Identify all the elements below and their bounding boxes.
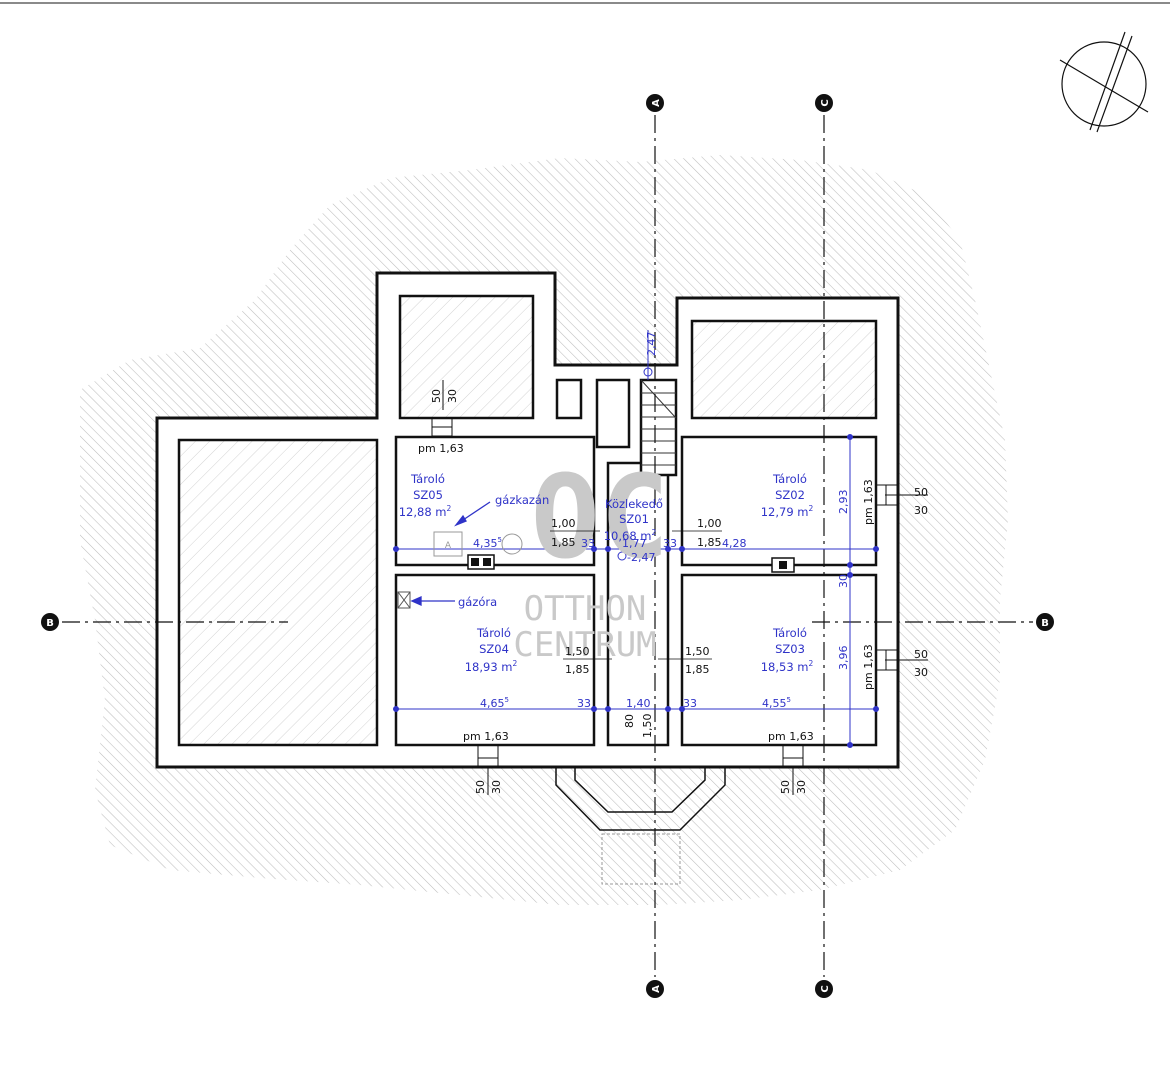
svg-text:30: 30	[914, 504, 928, 517]
svg-text:1,50: 1,50	[641, 714, 654, 739]
svg-text:2,47: 2,47	[645, 332, 658, 357]
svg-text:50: 50	[914, 648, 928, 661]
boiler-symbol: A	[433, 531, 523, 557]
room-shapes	[177, 294, 878, 747]
svg-text:33: 33	[683, 697, 697, 710]
boiler-label: gázkazán	[495, 493, 549, 507]
svg-text:C: C	[820, 985, 831, 992]
svg-text:B: B	[1041, 618, 1049, 629]
svg-text:1,85: 1,85	[551, 536, 576, 549]
svg-text:4,555: 4,555	[762, 696, 791, 710]
svg-text:1,00: 1,00	[697, 517, 722, 530]
svg-text:SZ02: SZ02	[775, 488, 805, 502]
svg-text:A: A	[651, 985, 662, 993]
svg-text:4,655: 4,655	[480, 696, 509, 710]
svg-text:pm 1,63: pm 1,63	[463, 730, 509, 743]
svg-text:1,50: 1,50	[565, 645, 590, 658]
svg-text:Közlekedő: Közlekedő	[605, 497, 663, 511]
svg-text:50: 50	[474, 780, 487, 794]
dimension-texts-blue: 4,355 33 1,77 33 4,28 -2,47 4,655 33 1,4…	[473, 332, 850, 711]
svg-text:1,00: 1,00	[551, 517, 576, 530]
svg-text:12,88 m2: 12,88 m2	[399, 504, 452, 519]
room-label-sz02: Tároló SZ02 12,79 m2	[761, 472, 814, 519]
svg-text:SZ03: SZ03	[775, 642, 805, 656]
svg-text:12,79 m2: 12,79 m2	[761, 504, 814, 519]
section-marker-b-right: B	[1036, 613, 1054, 631]
svg-text:50: 50	[430, 389, 443, 403]
section-marker-c-bottom: C	[815, 980, 833, 998]
svg-text:30: 30	[446, 389, 459, 403]
top-border-line	[0, 2, 1170, 4]
svg-text:30: 30	[914, 666, 928, 679]
svg-text:1,85: 1,85	[697, 536, 722, 549]
north-arrow-icon	[1059, 31, 1149, 133]
window-texts: pm 1,63 50 30 pm 1,63 pm 1,63 50 30 50 3…	[418, 389, 928, 794]
gas-meter-icon	[397, 591, 411, 609]
svg-text:Tároló: Tároló	[772, 472, 807, 486]
svg-text:50: 50	[779, 780, 792, 794]
svg-text:A: A	[651, 99, 662, 107]
svg-text:4,28: 4,28	[722, 537, 747, 550]
svg-text:1,50: 1,50	[685, 645, 710, 658]
entry-steps	[601, 833, 681, 885]
svg-text:1,85: 1,85	[685, 663, 710, 676]
room-label-sz05: Tároló SZ05 12,88 m2	[399, 472, 452, 519]
svg-text:1,85: 1,85	[565, 663, 590, 676]
svg-text:30: 30	[490, 780, 503, 794]
svg-text:pm 1,63: pm 1,63	[862, 479, 875, 525]
section-marker-a-bottom: A	[646, 980, 664, 998]
svg-text:2,93: 2,93	[837, 490, 850, 515]
svg-text:33: 33	[577, 697, 591, 710]
svg-text:1,40: 1,40	[626, 697, 651, 710]
svg-text:Tároló: Tároló	[410, 472, 445, 486]
annotation-arrows	[410, 501, 491, 607]
vents	[467, 554, 795, 573]
svg-text:C: C	[820, 99, 831, 106]
svg-text:1,77: 1,77	[622, 537, 647, 550]
svg-text:-2,47: -2,47	[627, 551, 655, 564]
svg-text:10,68 m2: 10,68 m2	[604, 528, 657, 543]
svg-text:18,93 m2: 18,93 m2	[465, 659, 518, 674]
svg-text:A: A	[445, 541, 452, 551]
svg-text:Tároló: Tároló	[772, 626, 807, 640]
svg-text:pm 1,63: pm 1,63	[418, 442, 464, 455]
room-label-sz01: Közlekedő SZ01 10,68 m2	[604, 497, 663, 543]
section-marker-c-top: C	[815, 94, 833, 112]
watermark: OC OTTHON CENTRUM	[513, 451, 669, 665]
svg-text:80: 80	[623, 714, 636, 728]
entry-porch	[555, 767, 726, 831]
svg-text:B: B	[46, 618, 54, 629]
svg-text:OTTHON: OTTHON	[524, 589, 647, 629]
door-dimension-lines	[550, 530, 722, 660]
dimension-texts-black: 1,00 1,85 1,00 1,85 1,50 1,85 1,50 1,85 …	[551, 517, 722, 738]
dimension-lines	[393, 330, 879, 748]
room-label-sz03: Tároló SZ03 18,53 m2	[761, 626, 814, 674]
svg-text:50: 50	[914, 486, 928, 499]
section-marker-b-left: B	[41, 613, 59, 631]
svg-text:3,96: 3,96	[837, 646, 850, 671]
window-marks	[431, 380, 928, 795]
svg-text:33: 33	[581, 537, 595, 550]
svg-text:30: 30	[795, 780, 808, 794]
staircase	[640, 379, 677, 466]
svg-text:pm 1,63: pm 1,63	[768, 730, 814, 743]
svg-text:18,53 m2: 18,53 m2	[761, 659, 814, 674]
svg-text:SZ05: SZ05	[413, 488, 443, 502]
svg-text:SZ01: SZ01	[619, 512, 649, 526]
svg-text:OC: OC	[531, 451, 669, 585]
svg-text:pm 1,63: pm 1,63	[862, 644, 875, 690]
svg-text:4,355: 4,355	[473, 536, 502, 550]
svg-text:SZ04: SZ04	[479, 642, 509, 656]
svg-text:Tároló: Tároló	[476, 626, 511, 640]
gas-meter-label: gázóra	[458, 595, 497, 609]
svg-text:33: 33	[663, 537, 677, 550]
svg-text:30: 30	[837, 574, 850, 588]
room-label-sz04: Tároló SZ04 18,93 m2	[465, 626, 518, 674]
svg-text:CENTRUM: CENTRUM	[513, 625, 656, 665]
section-marker-a-top: A	[646, 94, 664, 112]
section-lines	[62, 115, 1033, 977]
